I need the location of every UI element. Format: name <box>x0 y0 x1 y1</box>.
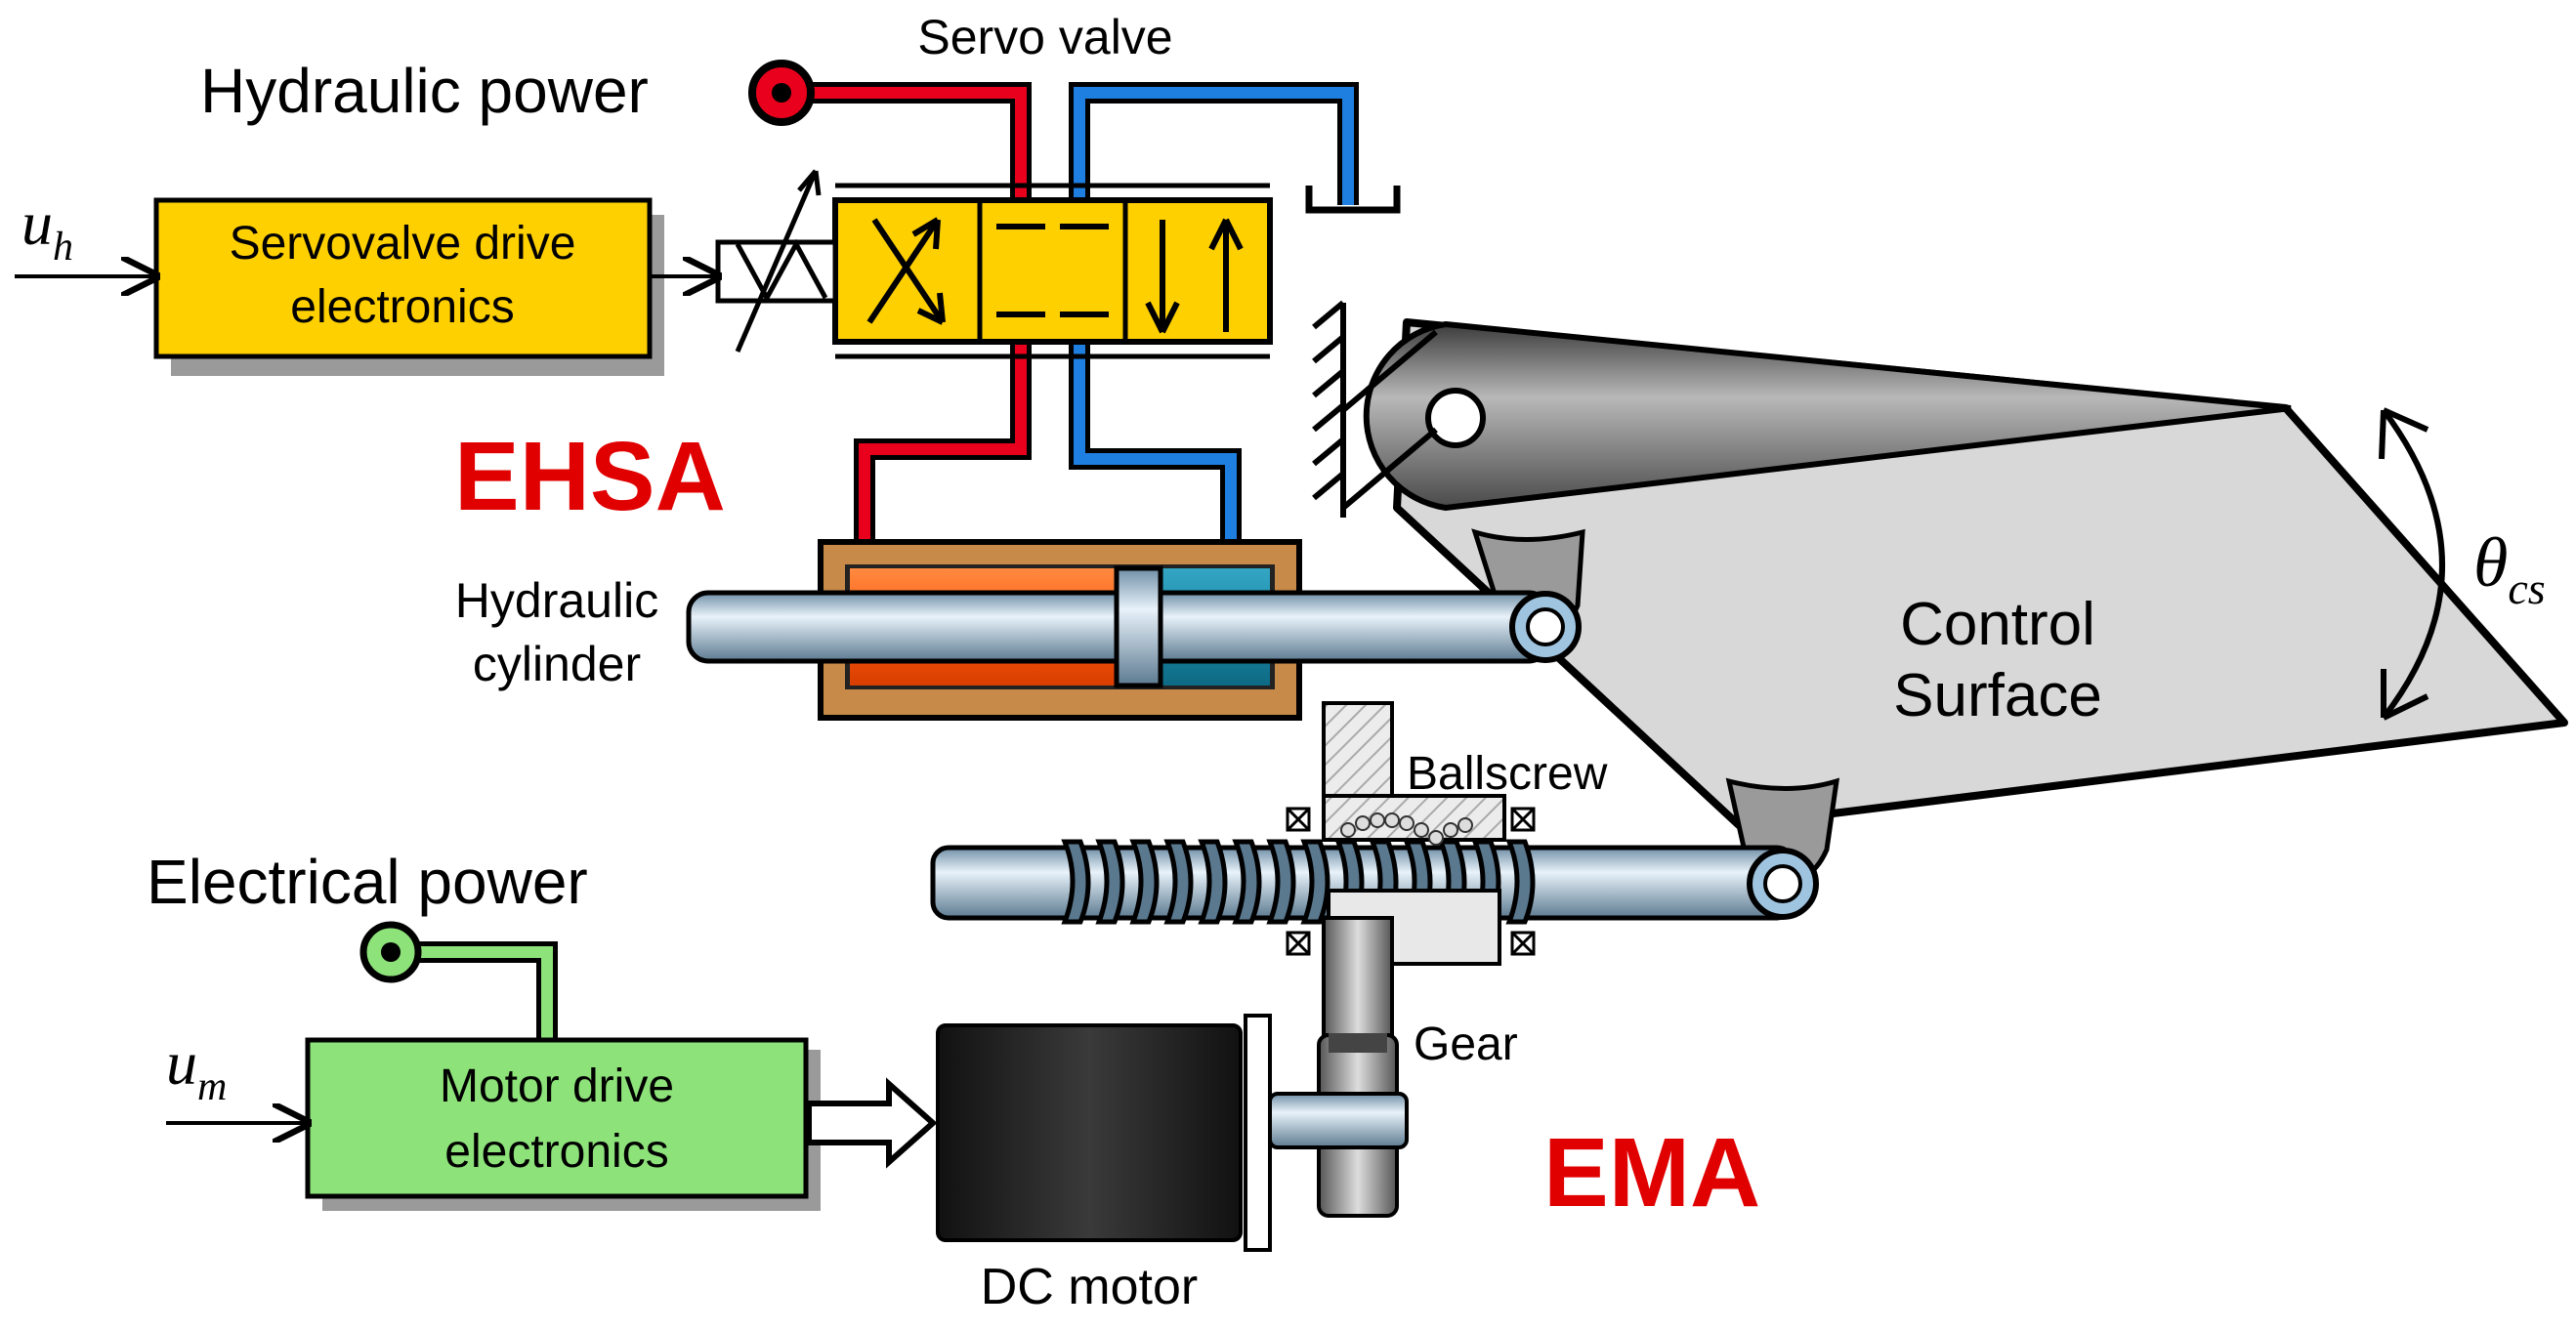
piston <box>1114 565 1163 688</box>
motor-drive-label-2: electronics <box>444 1126 668 1178</box>
um-label: um <box>166 1028 227 1109</box>
motor-shaft <box>1268 1092 1409 1149</box>
drive-to-motor-arrow <box>806 1077 938 1169</box>
motor-drive-label-1: Motor drive <box>440 1061 674 1112</box>
ballscrew-label: Ballscrew <box>1407 748 1608 800</box>
control-surface-arm <box>1363 320 2292 512</box>
ballscrew-assembly <box>930 701 1819 1037</box>
servovalve-drive-electronics <box>153 197 664 376</box>
control-surface-label-2: Surface <box>1893 662 2102 729</box>
servo-valve-label: Servo valve <box>917 10 1172 64</box>
gear-label: Gear <box>1414 1019 1518 1070</box>
electrical-line <box>391 941 558 1045</box>
control-surface <box>1363 318 2568 887</box>
gear-shaft-housing <box>1322 916 1394 1037</box>
control-surface-label-1: Control <box>1900 591 2095 658</box>
electrical-power-source <box>359 921 422 983</box>
servo-valve <box>715 169 1273 359</box>
fixed-ground <box>1312 300 1438 518</box>
hydraulic-power-source <box>748 60 815 126</box>
hydraulic-cylinder <box>686 539 1582 721</box>
electrical-power-label: Electrical power <box>147 847 588 917</box>
ema-label: EMA <box>1543 1118 1760 1227</box>
dc-motor-label: DC motor <box>981 1259 1198 1315</box>
uh-label: uh <box>21 188 73 270</box>
pressure-line <box>781 82 1032 557</box>
rotation-arrow <box>2379 407 2445 721</box>
hydraulic-cylinder-label-1: Hydraulic <box>455 573 658 628</box>
pivot-pin <box>1425 388 1486 448</box>
theta-label: θcs <box>2473 523 2546 613</box>
return-line <box>1069 82 1359 557</box>
tank-symbol <box>1305 186 1401 214</box>
ehsa-label: EHSA <box>454 422 726 531</box>
hydraulic-power-label: Hydraulic power <box>200 56 649 126</box>
servovalve-drive-label-2: electronics <box>290 281 514 333</box>
hydraulic-cylinder-label-2: cylinder <box>473 637 641 691</box>
servovalve-drive-label-1: Servovalve drive <box>230 218 576 270</box>
dc-motor <box>936 1014 1409 1252</box>
